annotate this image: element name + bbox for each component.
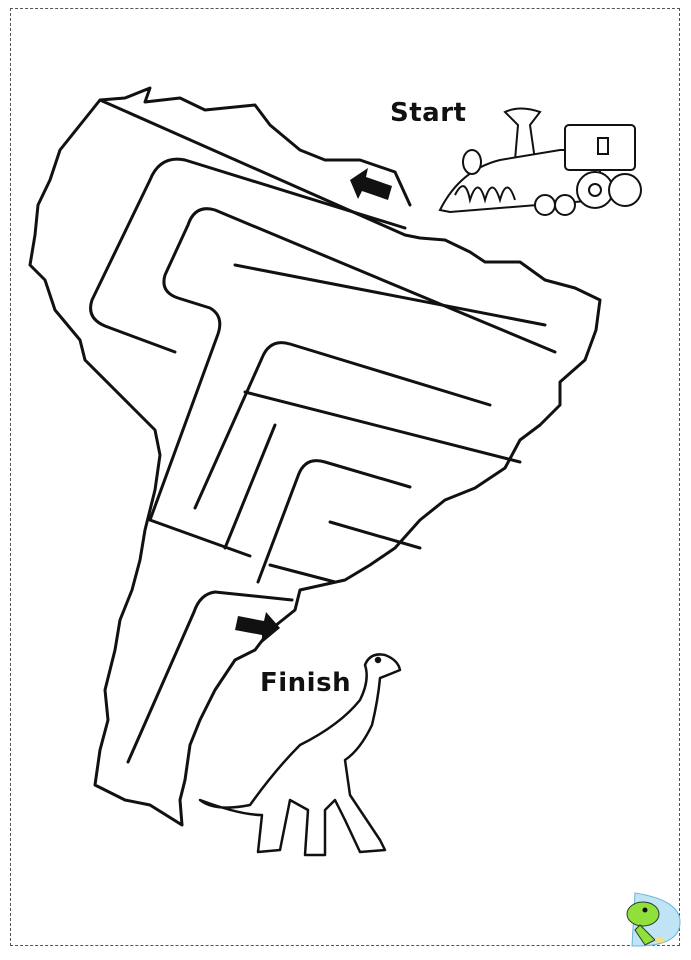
maze-wall [328,520,422,550]
train-illustration [438,107,642,216]
arrow-right-icon [235,612,280,643]
maze-wall [148,207,557,522]
maze-wall [89,157,407,354]
finish-label: Finish [260,668,352,698]
dino-d-logo [626,892,681,947]
maze-wall [233,263,547,327]
maze-wall [193,341,492,510]
start-label: Start [390,98,467,128]
maze-wall [256,459,412,584]
maze-wall [223,423,277,550]
arrow-up-left-icon [350,168,392,200]
page-border [10,8,680,946]
maze-wall [243,390,522,464]
maze-wall [268,563,337,584]
maze-wall [148,518,252,558]
dinosaur-illustration [198,653,402,857]
maze-wall [126,590,294,764]
continent-outline [28,86,602,827]
